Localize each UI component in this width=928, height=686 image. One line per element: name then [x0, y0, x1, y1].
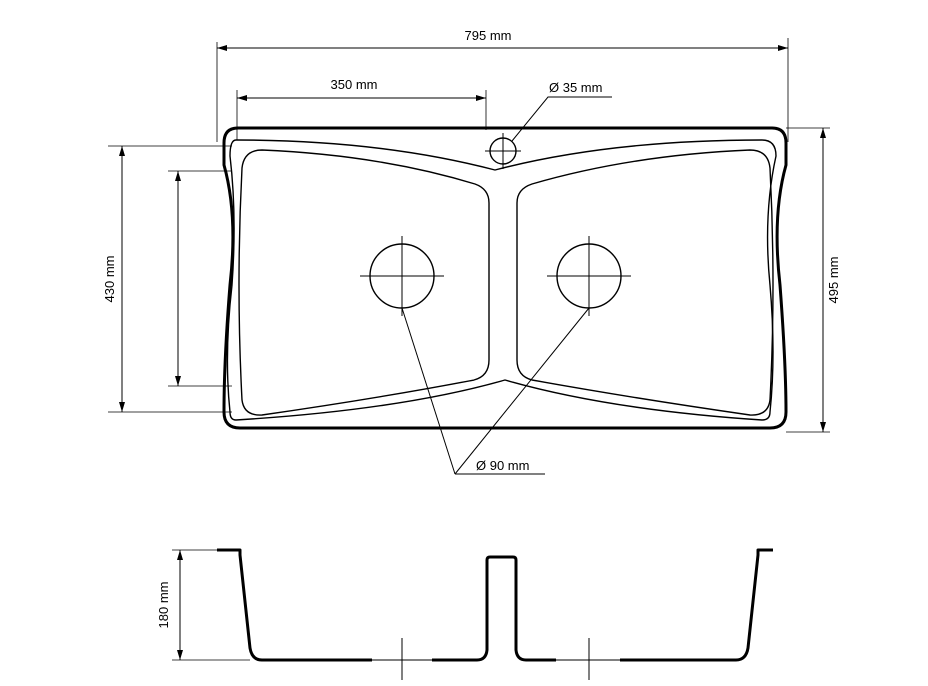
- side-view: [217, 548, 773, 680]
- right-bowl-outline: [516, 149, 774, 416]
- dimension-bowl-offset: 350 mm: [236, 77, 487, 140]
- left-bowl-outline: [238, 149, 490, 416]
- dimension-overall-depth: 495 mm: [786, 127, 841, 433]
- dimension-tap-hole: Ø 35 mm: [511, 80, 612, 142]
- bowl-length-label: 430 mm: [102, 256, 117, 303]
- side-right-drain-mark: [556, 638, 620, 680]
- top-view: [222, 126, 788, 430]
- overall-depth-label: 495 mm: [826, 257, 841, 304]
- tap-hole: [485, 133, 521, 169]
- side-left-drain-mark: [372, 638, 432, 680]
- dimension-drain-hole: Ø 90 mm: [401, 307, 590, 475]
- right-drain-hole: [547, 236, 631, 316]
- side-view-profile: [217, 548, 773, 662]
- sink-rim-outline: [226, 139, 777, 421]
- left-drain-hole: [360, 236, 444, 316]
- dimension-overall-width: 795 mm: [216, 28, 789, 142]
- sink-outer-outline: [222, 126, 788, 430]
- drain-hole-label: Ø 90 mm: [476, 458, 529, 473]
- overall-width-label: 795 mm: [465, 28, 512, 43]
- bowl-offset-label: 350 mm: [331, 77, 378, 92]
- bowl-depth-label: 180 mm: [156, 582, 171, 629]
- dimension-inner-length: [168, 170, 232, 387]
- dimension-bowl-length: 430 mm: [102, 145, 232, 413]
- tap-hole-label: Ø 35 mm: [549, 80, 602, 95]
- dimension-bowl-depth: 180 mm: [156, 549, 250, 661]
